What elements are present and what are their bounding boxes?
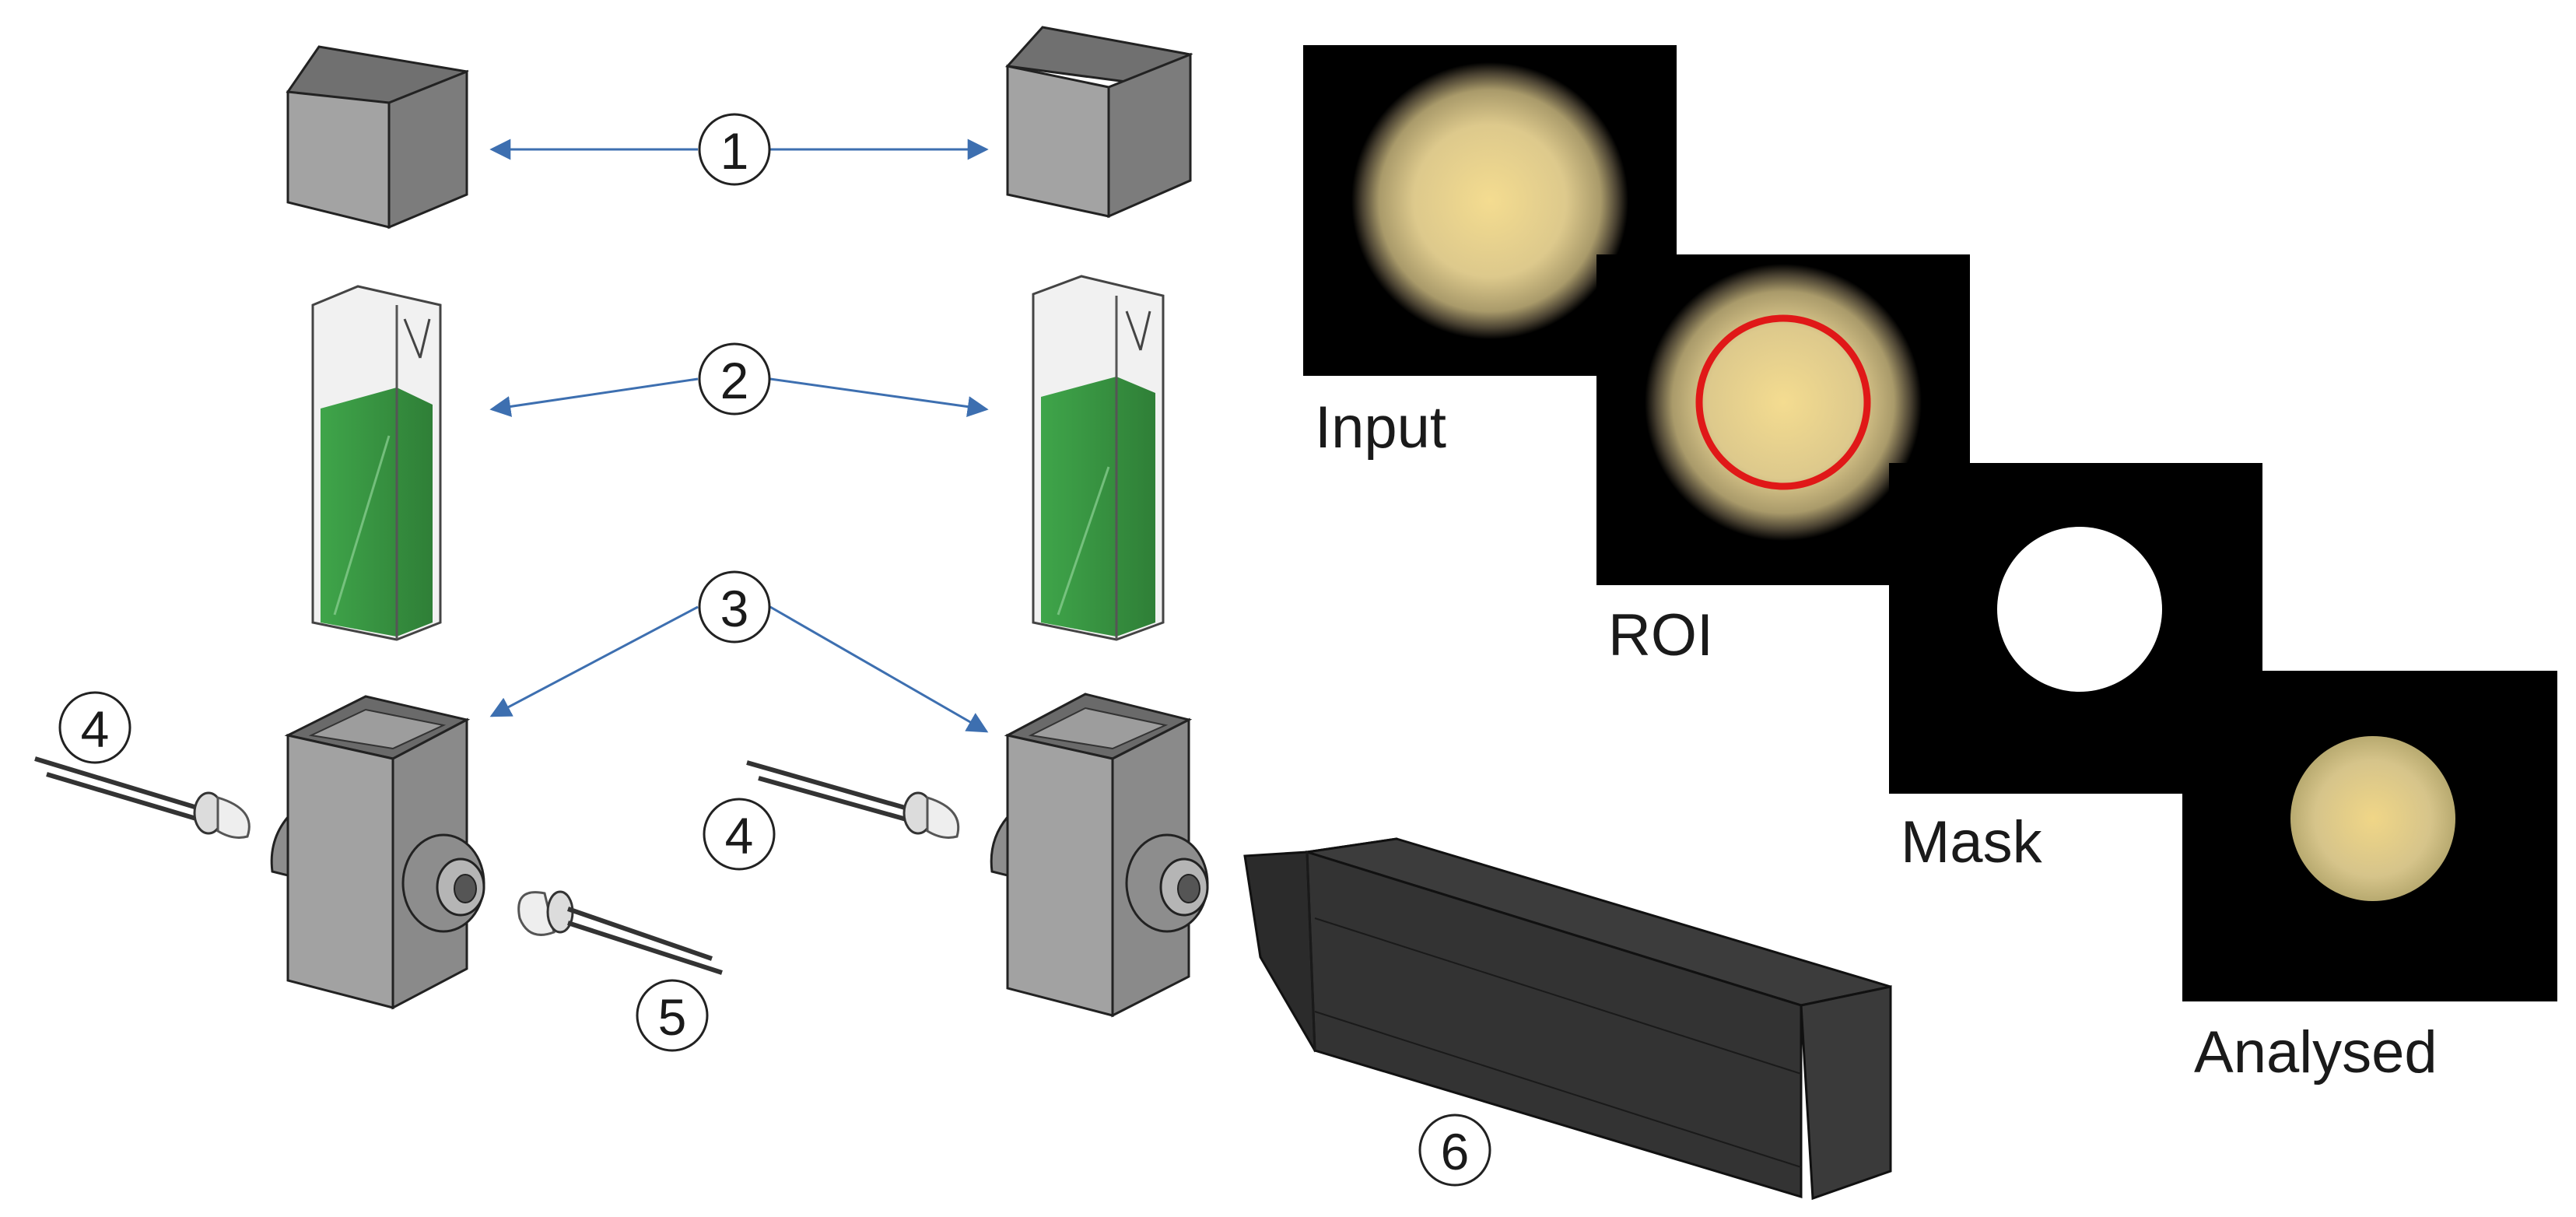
- photodiode-icon: [517, 890, 723, 975]
- arrow: [489, 605, 699, 717]
- arrow: [769, 377, 989, 417]
- callout-label: 4: [725, 807, 754, 865]
- stage-label-mask: Mask: [1901, 809, 2043, 875]
- led-icon: [746, 760, 960, 839]
- camera-icon: [1243, 837, 1892, 1201]
- callout-arrows: [489, 139, 989, 733]
- led-icon: [34, 756, 251, 839]
- callout-3: 3: [698, 570, 771, 644]
- callout-label: 3: [720, 580, 749, 637]
- cuvette-cap-icon: [1004, 26, 1193, 219]
- roi-circle: [1695, 314, 1871, 490]
- callout-6: 6: [1418, 1114, 1491, 1187]
- stage-label-analysed: Analysed: [2194, 1019, 2438, 1085]
- cuvette-icon: [311, 285, 442, 641]
- callout-4-middle: 4: [703, 798, 776, 871]
- cuvette-holder-icon: [270, 695, 485, 1010]
- callout-label: 1: [720, 122, 749, 180]
- stage-input-image: [1303, 45, 1677, 376]
- callout-4-left: 4: [58, 691, 131, 764]
- callout-1: 1: [698, 113, 771, 186]
- callout-label: 5: [658, 988, 687, 1046]
- cuvette-holder-icon: [990, 693, 1209, 1018]
- callout-label: 4: [81, 700, 110, 758]
- callout-2: 2: [698, 342, 771, 416]
- arrow: [489, 377, 699, 417]
- arrow: [769, 605, 989, 733]
- cuvette-cap-icon: [286, 45, 469, 230]
- callout-label: 6: [1441, 1123, 1470, 1180]
- callout-5: 5: [636, 979, 709, 1052]
- stage-analysed-image: [2182, 671, 2557, 1001]
- stage-label-roi: ROI: [1608, 602, 1713, 668]
- stage-label-input: Input: [1315, 395, 1446, 461]
- callout-label: 2: [720, 352, 749, 409]
- cuvette-icon: [1032, 275, 1165, 641]
